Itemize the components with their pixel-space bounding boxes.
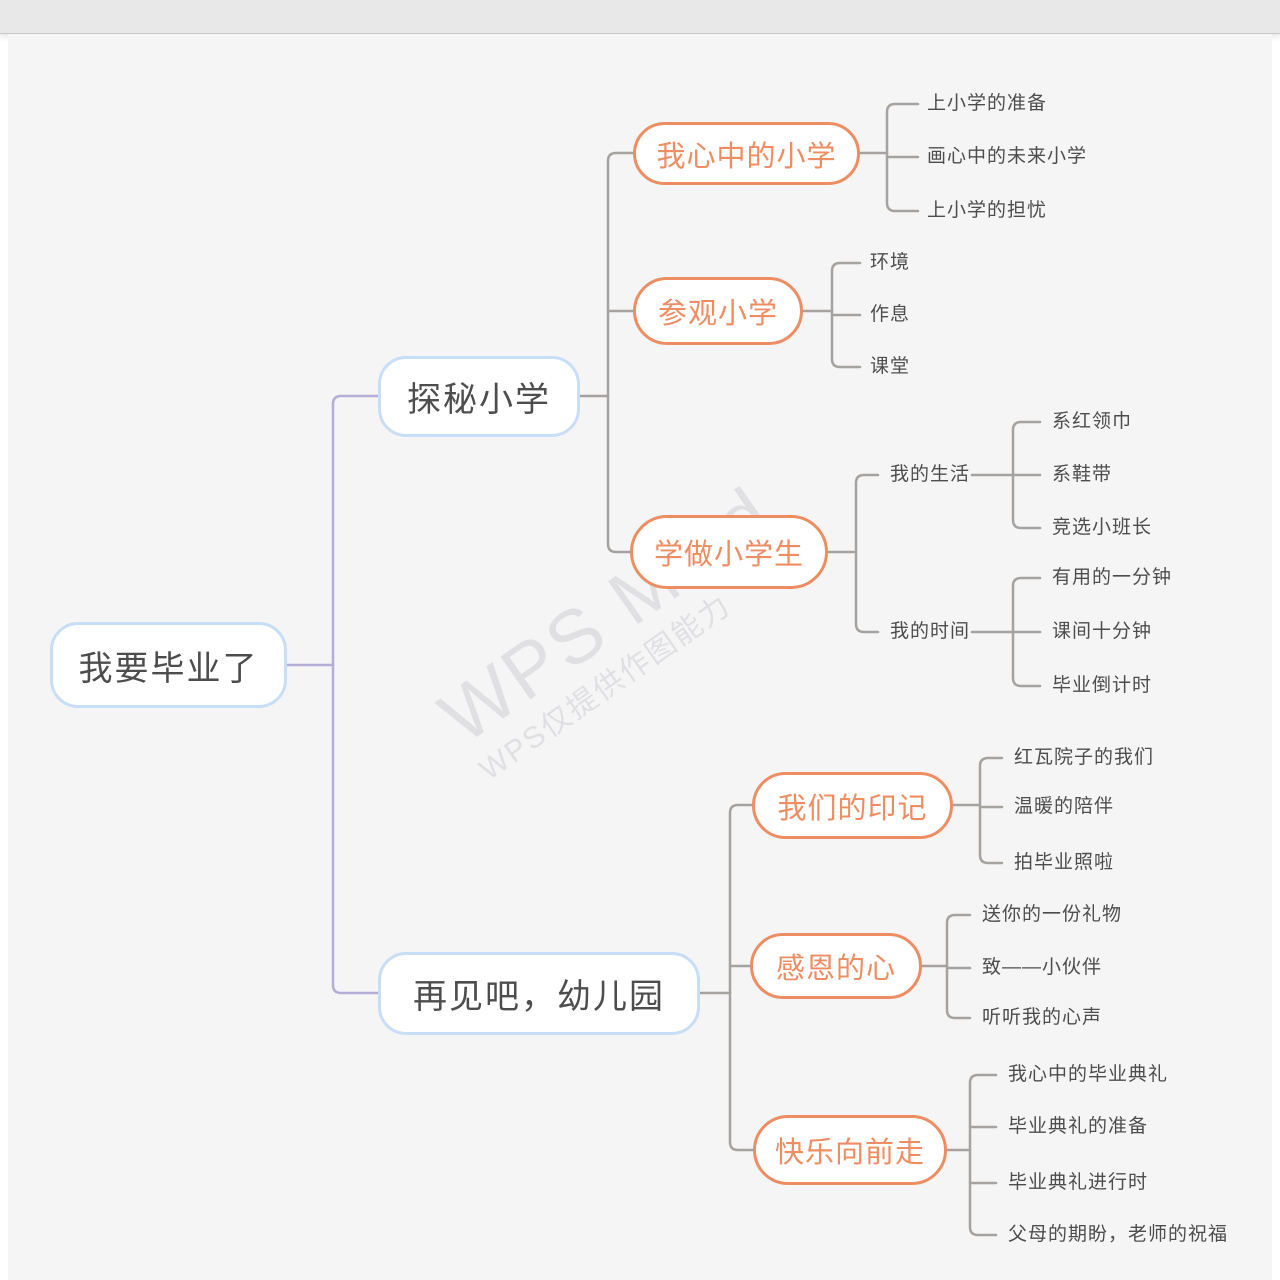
- leaf-run-for-class-monitor[interactable]: 竞选小班长: [1052, 517, 1153, 538]
- connector: [1011, 630, 1042, 688]
- connector: [968, 1073, 998, 1152]
- node-label: 我们的印记: [777, 792, 928, 825]
- connector: [830, 309, 862, 369]
- connector: [606, 151, 635, 398]
- leaf-daily-schedule[interactable]: 作息: [870, 304, 911, 325]
- connector: [945, 964, 972, 1020]
- node-visit-primary-school[interactable]: 参观小学: [633, 277, 803, 345]
- connector: [978, 756, 1004, 807]
- connector: [728, 991, 755, 1152]
- node-root-i-am-graduating[interactable]: 我要毕业了: [50, 622, 287, 708]
- connector: [728, 803, 754, 995]
- leaf-graduation-photos[interactable]: 拍毕业照啦: [1014, 852, 1115, 873]
- node-our-imprints[interactable]: 我们的印记: [752, 772, 953, 839]
- node-label: 学做小学生: [653, 539, 804, 571]
- node-walk-forward-happily[interactable]: 快乐向前走: [753, 1115, 947, 1185]
- connector: [1011, 473, 1042, 530]
- leaf-prep-for-primary-school[interactable]: 上小学的准备: [927, 93, 1048, 114]
- leaf-draw-future-school[interactable]: 画心中的未来小学: [927, 146, 1088, 167]
- connector: [968, 1148, 998, 1237]
- node-explore-primary-school[interactable]: 探秘小学: [378, 356, 580, 437]
- node-my-time[interactable]: 我的时间: [890, 621, 971, 642]
- leaf-gift-for-you[interactable]: 送你的一份礼物: [982, 904, 1123, 925]
- node-label: 参观小学: [657, 298, 778, 330]
- leaf-parents-hopes-teachers-blessings[interactable]: 父母的期盼，老师的祝福: [1008, 1224, 1229, 1245]
- leaf-tie-shoelaces[interactable]: 系鞋带: [1052, 464, 1113, 485]
- leaf-worries-about-primary[interactable]: 上小学的担忧: [927, 200, 1048, 221]
- leaf-graduation-countdown[interactable]: 毕业倒计时: [1052, 675, 1153, 696]
- leaf-ceremony-preparation[interactable]: 毕业典礼的准备: [1008, 1116, 1149, 1137]
- connector: [854, 473, 880, 554]
- connector: [854, 550, 880, 634]
- node-label: 再见吧，幼儿园: [413, 978, 665, 1016]
- connector: [606, 394, 632, 554]
- node-label: 我要毕业了: [78, 649, 259, 688]
- connector: [885, 102, 920, 155]
- leaf-tie-red-scarf[interactable]: 系红领巾: [1052, 411, 1133, 432]
- connector: [830, 261, 862, 313]
- connector: [978, 803, 1004, 865]
- connector: [885, 151, 920, 213]
- node-goodbye-kindergarten[interactable]: 再见吧，幼儿园: [378, 952, 700, 1035]
- connector-root-to-branch-2: [331, 663, 380, 995]
- node-label: 我心中的小学: [656, 140, 837, 173]
- leaf-ceremony-in-progress[interactable]: 毕业典礼进行时: [1008, 1172, 1149, 1193]
- leaf-warm-companionship[interactable]: 温暖的陪伴: [1014, 796, 1115, 817]
- connector: [945, 913, 972, 968]
- node-my-life[interactable]: 我的生活: [890, 464, 971, 485]
- node-label: 快乐向前走: [774, 1137, 925, 1169]
- leaf-listen-to-my-heart[interactable]: 听听我的心声: [982, 1007, 1103, 1028]
- node-learn-to-be-pupil[interactable]: 学做小学生: [630, 515, 828, 589]
- leaf-useful-one-minute[interactable]: 有用的一分钟: [1052, 567, 1173, 588]
- connector-root-to-branch-1: [331, 394, 380, 667]
- connector: [1011, 420, 1042, 477]
- leaf-red-tile-yard-us[interactable]: 红瓦院子的我们: [1014, 747, 1155, 768]
- connector: [1011, 576, 1042, 634]
- leaf-environment[interactable]: 环境: [870, 252, 911, 273]
- node-label: 感恩的心: [775, 953, 896, 985]
- leaf-to-little-friends[interactable]: 致——小伙伴: [982, 957, 1103, 978]
- node-grateful-heart[interactable]: 感恩的心: [750, 933, 922, 999]
- header-bar: [0, 0, 1280, 34]
- leaf-ten-minute-break[interactable]: 课间十分钟: [1052, 621, 1153, 642]
- leaf-ceremony-in-my-heart[interactable]: 我心中的毕业典礼: [1008, 1064, 1169, 1085]
- node-primary-school-in-my-heart[interactable]: 我心中的小学: [633, 122, 860, 185]
- node-label: 探秘小学: [407, 381, 551, 419]
- leaf-classroom[interactable]: 课堂: [870, 356, 911, 377]
